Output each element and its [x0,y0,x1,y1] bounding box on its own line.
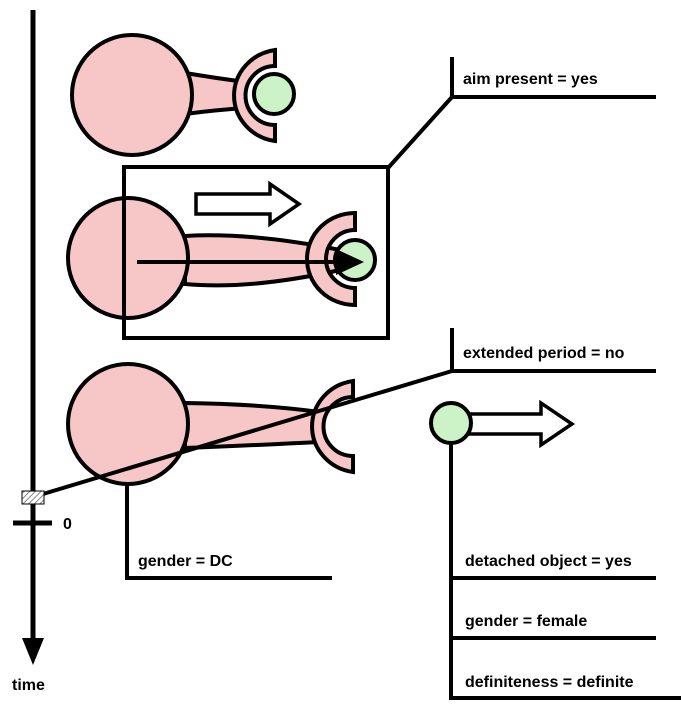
body-circle-top [72,35,192,155]
figure-bottom [68,364,353,578]
body-circle-bottom [68,364,188,484]
arrow-outline-icon [465,403,572,445]
hatched-marker [22,491,44,504]
time-axis-label: time [12,677,45,694]
aim-present-label: aim present = yes [463,71,598,88]
arrow-outline-icon [196,184,299,224]
figure-top [72,35,294,155]
time-axis [13,10,52,665]
zero-tick-label: 0 [63,516,72,533]
goal-circle-top [254,74,294,114]
detached-object-label: detached object = yes [465,553,632,570]
gender-dc-label: gender = DC [138,553,233,570]
detached-object [431,403,681,698]
hand-bottom [312,381,353,472]
gender-female-label: gender = female [465,613,587,630]
definiteness-label: definiteness = definite [465,674,634,691]
connector-bottom [185,403,320,448]
body-circle-middle [68,198,188,318]
detached-goal-circle [431,403,471,443]
extended-period-label: extended period = no [463,345,625,362]
figure-middle [68,167,388,338]
